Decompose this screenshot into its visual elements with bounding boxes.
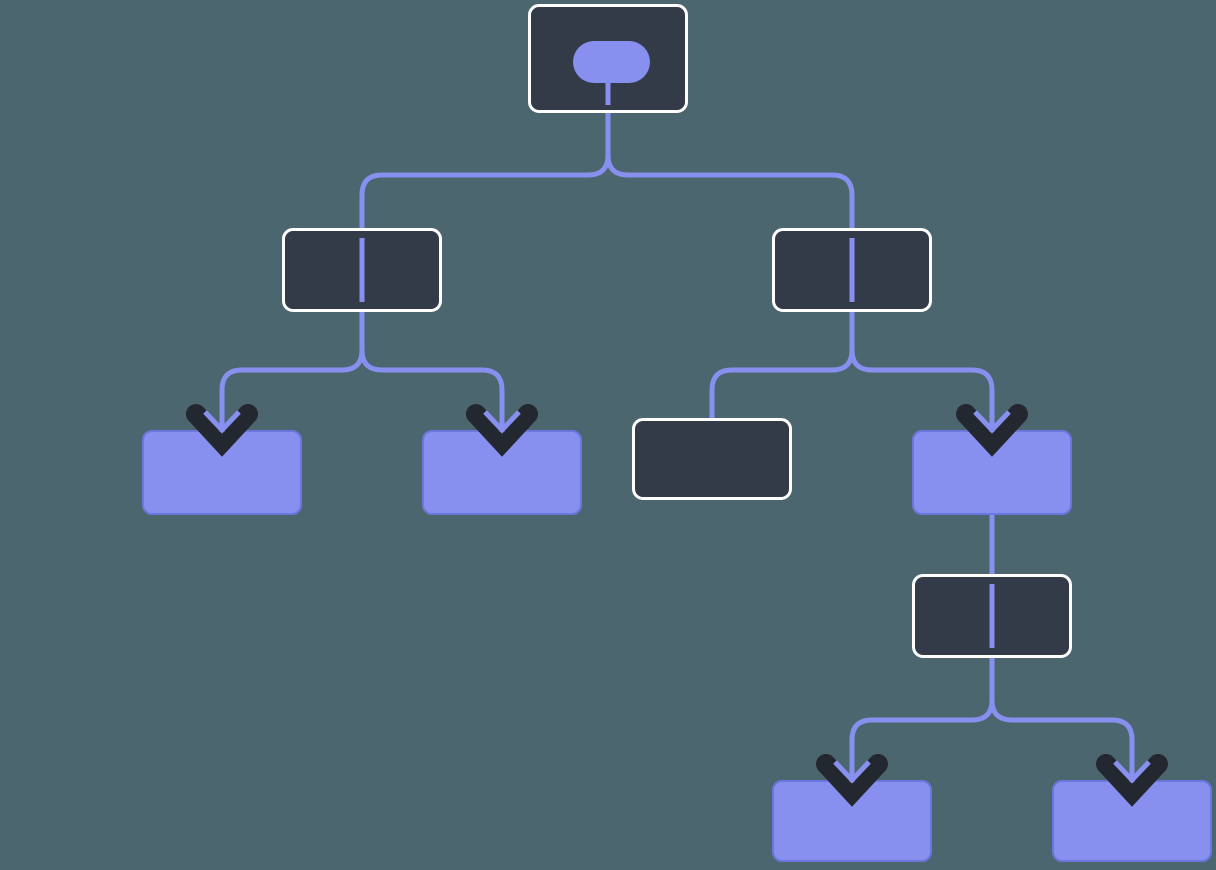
level3-leaf-3[interactable] (912, 430, 1072, 515)
edge-root-to-level2-right[interactable] (605, 113, 855, 320)
root-node-inner-pill (573, 41, 650, 83)
edge-level2left-to-leaf2[interactable] (359, 240, 505, 440)
level2-node-right[interactable] (772, 228, 932, 312)
level5-leaf-1[interactable] (772, 780, 932, 862)
edge-level4-to-leaf5[interactable] (989, 586, 1135, 790)
level2-node-left[interactable] (282, 228, 442, 312)
level5-leaf-2[interactable] (1052, 780, 1212, 862)
level4-node-dark[interactable] (912, 574, 1072, 658)
level3-node-dark[interactable] (632, 418, 792, 500)
level3-leaf-2[interactable] (422, 430, 582, 515)
edge-level2right-to-leaf3[interactable] (849, 240, 995, 440)
level3-leaf-1[interactable] (142, 430, 302, 515)
root-node[interactable] (528, 4, 688, 113)
